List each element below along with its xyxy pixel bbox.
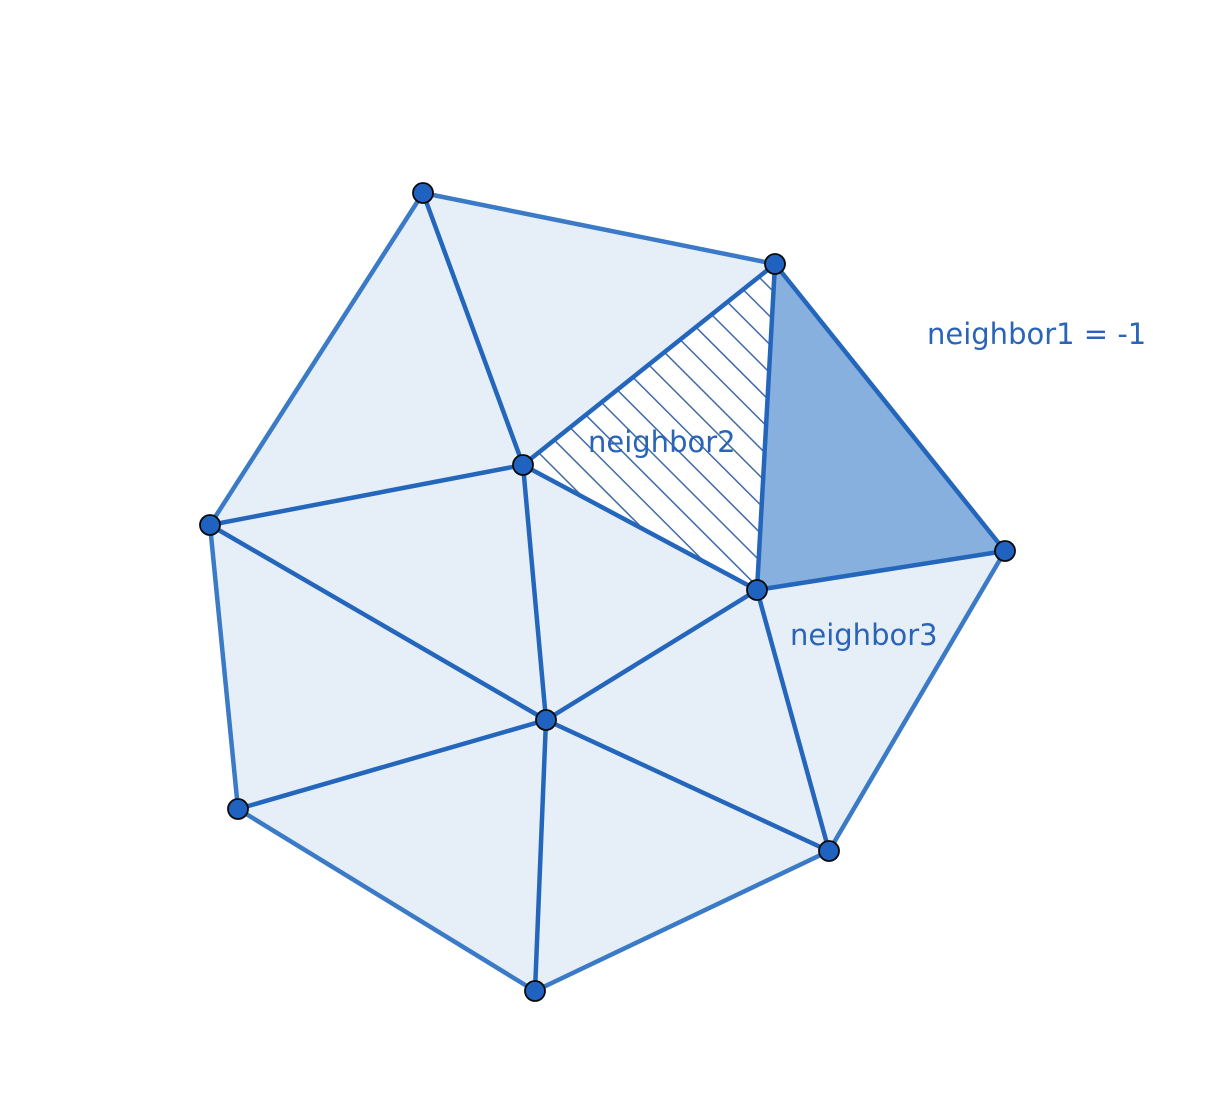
boundary-edge: [235, 806, 538, 994]
vertex: [199, 514, 221, 536]
vertex: [412, 182, 434, 204]
vertex: [818, 840, 840, 862]
interior-edge: [207, 522, 549, 723]
triangle: [423, 193, 775, 465]
vertex: [764, 253, 786, 275]
triangles: [210, 193, 1005, 991]
interior-edge: [520, 462, 549, 723]
boundary-edge: [207, 190, 426, 528]
edges: [207, 190, 1008, 994]
neighbor2-label: neighbor2: [588, 425, 736, 459]
vertex: [512, 454, 534, 476]
vertex: [227, 798, 249, 820]
triangle: [535, 720, 829, 991]
vertex: [535, 709, 557, 731]
vertices: [199, 182, 1016, 1002]
interior-edge: [520, 462, 760, 593]
vertex: [746, 579, 768, 601]
interior-edge: [754, 548, 1008, 593]
triangle: [523, 465, 757, 720]
neighbor2-triangle: [523, 264, 775, 590]
boundary-edge: [826, 548, 1008, 854]
vertex: [524, 980, 546, 1002]
neighbor3-triangle: [757, 551, 1005, 851]
interior-edge: [532, 717, 549, 994]
triangle: [210, 525, 546, 809]
triangle: [546, 590, 829, 851]
boundary-edge: [420, 190, 778, 267]
interior-edge: [754, 587, 832, 854]
interior-edge: [543, 717, 832, 854]
boundary-edge: [532, 848, 832, 994]
interior-edge: [543, 587, 760, 723]
vertex: [994, 540, 1016, 562]
neighbor1-label: neighbor1 = -1: [927, 317, 1146, 351]
neighbor3-label: neighbor3: [790, 618, 938, 652]
selected-triangle: [757, 264, 1005, 590]
boundary-edge: [207, 522, 241, 812]
interior-edge: [207, 462, 526, 528]
interior-edge: [235, 717, 549, 812]
interior-edge: [520, 261, 778, 468]
interior-edge: [754, 261, 778, 593]
triangle: [210, 193, 523, 525]
interior-edge: [420, 190, 526, 468]
triangle: [210, 465, 546, 720]
boundary-edge: [772, 261, 1008, 554]
